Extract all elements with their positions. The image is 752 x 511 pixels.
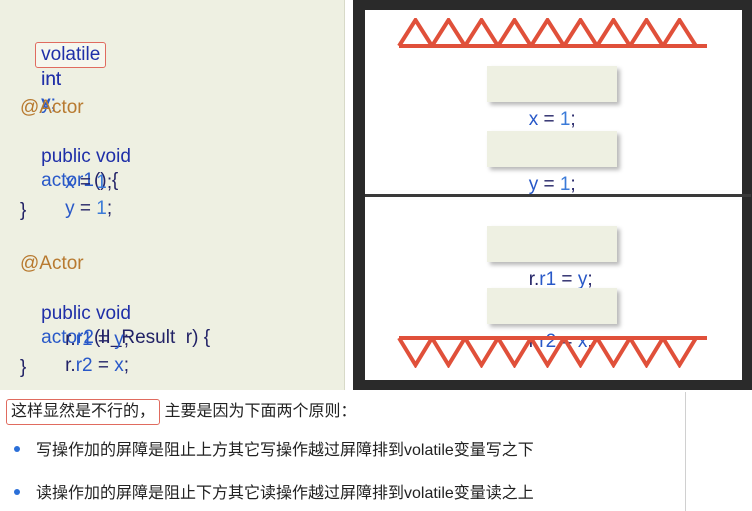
assign-op: = [92, 329, 115, 350]
value-1: 1 [96, 198, 107, 219]
actor1-stmt-y: y = 1; [44, 173, 112, 245]
semicolon: ; [123, 329, 130, 350]
actor2-modifiers: public void [41, 303, 131, 324]
diagram-stmt-y-assign: y = 1; [487, 131, 617, 195]
actor1-name: actor1 [41, 170, 94, 191]
intro-highlight: 这样显然是不行的， [6, 399, 161, 425]
actor2-stmt-r1: r.r1 = y; [44, 304, 129, 376]
semicolon: ; [106, 172, 113, 193]
actor2-annotation: @Actor [20, 253, 84, 274]
bullet-dot-icon [14, 445, 20, 452]
r-prefix: r. [528, 269, 540, 290]
assign-op: = [556, 269, 578, 290]
r-prefix: r. [65, 355, 76, 376]
semicolon: ; [587, 331, 593, 352]
actor2-stmt-r2: r.r2 = x; [44, 330, 129, 402]
intro-sentence: 这样显然是不行的， 主要是因为下面两个原则： [6, 399, 357, 425]
assign-op: = [538, 174, 560, 195]
semicolon: ; [123, 355, 130, 376]
actor1-stmt-x: x = 1; [44, 147, 112, 219]
write-barrier-zigzag-icon [397, 18, 707, 48]
var-y-decl: y; [41, 93, 56, 114]
code-panel: volatile int x; int y; @Actor public voi… [0, 0, 345, 390]
var-x: x [528, 109, 539, 130]
actor2-params: (II_Result r) { [93, 327, 211, 348]
var-x: x [114, 355, 124, 376]
actor2-name: actor2 [41, 327, 94, 348]
var-x: x [65, 172, 75, 193]
actor1-annotation: @Actor [20, 97, 84, 118]
diagram-stmt-r2-read: r.r2 = x; [487, 288, 617, 352]
field-r2: r2 [75, 355, 93, 376]
bullet-text: 读操作加的屏障是阻止下方其它读操作越过屏障排到volatile变量读之上 [36, 485, 534, 502]
field-r1: r1 [539, 269, 557, 290]
diagram-stmt-x-assign: x = 1; [487, 66, 617, 130]
intro-rest: 主要是因为下面两个原则： [164, 403, 357, 420]
r-prefix: r. [65, 329, 76, 350]
thread-separator-line [365, 194, 751, 197]
bullet-read-barrier: 读操作加的屏障是阻止下方其它读操作越过屏障排到volatile变量读之上 [14, 482, 534, 506]
var-y: y [528, 174, 539, 195]
bullet-text: 写操作加的屏障是阻止上方其它写操作越过屏障排到volatile变量写之下 [36, 442, 534, 459]
code-line-decl-x: volatile int x; [20, 18, 107, 140]
volatile-keyword-highlight: volatile [35, 42, 107, 68]
diagram-stmt-r1-read: r.r1 = y; [487, 226, 617, 290]
diagram-canvas: x = 1; y = 1; r.r1 = y; r.r2 = x; [365, 10, 751, 380]
assign-op: = [92, 355, 115, 376]
assign-op: = [74, 172, 97, 193]
actor1-modifiers: public void [41, 146, 131, 167]
semicolon: ; [106, 198, 113, 219]
semicolon: ; [570, 174, 576, 195]
type-int: int [41, 69, 62, 90]
actor1-signature: public void actor1() { [20, 121, 131, 217]
value-1: 1 [559, 109, 571, 130]
bullet-dot-icon [14, 488, 20, 495]
actor2-signature: public void actor2(II_Result r) { [20, 278, 210, 374]
explanation-panel: 这样显然是不行的， 主要是因为下面两个原则： 写操作加的屏障是阻止上方其它写操作… [0, 392, 686, 511]
value-1: 1 [559, 174, 571, 195]
var-x-decl: x; [41, 93, 56, 114]
diagram-panel: x = 1; y = 1; r.r1 = y; r.r2 = x; [353, 0, 752, 390]
read-barrier-zigzag-icon [397, 336, 707, 368]
field-r1: r1 [75, 329, 93, 350]
type-int: int [41, 69, 62, 90]
value-1: 1 [96, 172, 107, 193]
code-line-decl-y: int y; [20, 44, 61, 140]
var-x: x [577, 331, 588, 352]
var-y: y [65, 198, 75, 219]
actor2-close-brace: } [20, 357, 27, 378]
actor1-params: () { [93, 170, 119, 191]
actor1-close-brace: } [20, 200, 27, 221]
bullet-write-barrier: 写操作加的屏障是阻止上方其它写操作越过屏障排到volatile变量写之下 [14, 439, 534, 463]
var-y: y [114, 329, 124, 350]
var-y: y [577, 269, 588, 290]
assign-op: = [538, 109, 560, 130]
semicolon: ; [570, 109, 576, 130]
semicolon: ; [587, 269, 593, 290]
assign-op: = [74, 198, 97, 219]
